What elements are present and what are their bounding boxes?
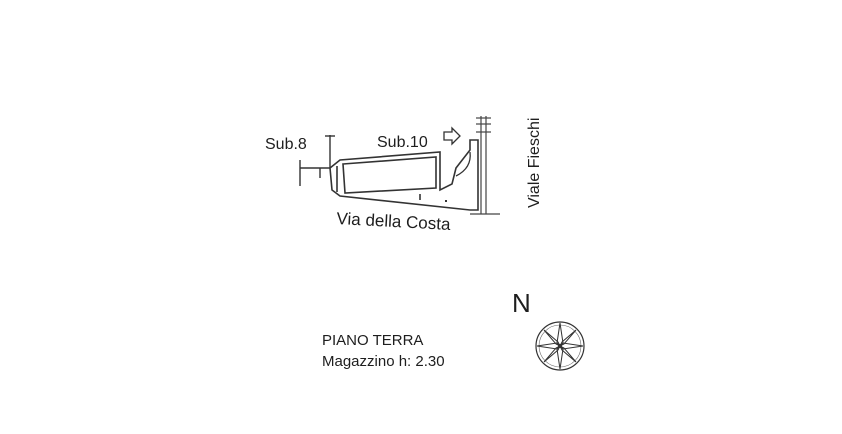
detail-mark <box>445 200 447 202</box>
door-arrow-icon <box>443 126 471 177</box>
street-label-viale-fieschi: Viale Fieschi <box>526 117 543 208</box>
storage-room-outline <box>329 139 479 211</box>
room-label: Magazzino h: 2.30 <box>322 353 445 370</box>
north-label: N <box>512 288 531 318</box>
compass-rose-icon <box>535 321 585 371</box>
sub8-label: Sub.8 <box>265 136 307 153</box>
floor-label: PIANO TERRA <box>322 332 424 349</box>
sub8-boundary <box>299 135 335 186</box>
sub10-label: Sub.10 <box>377 134 428 151</box>
viale-fieschi-wall <box>470 116 500 215</box>
